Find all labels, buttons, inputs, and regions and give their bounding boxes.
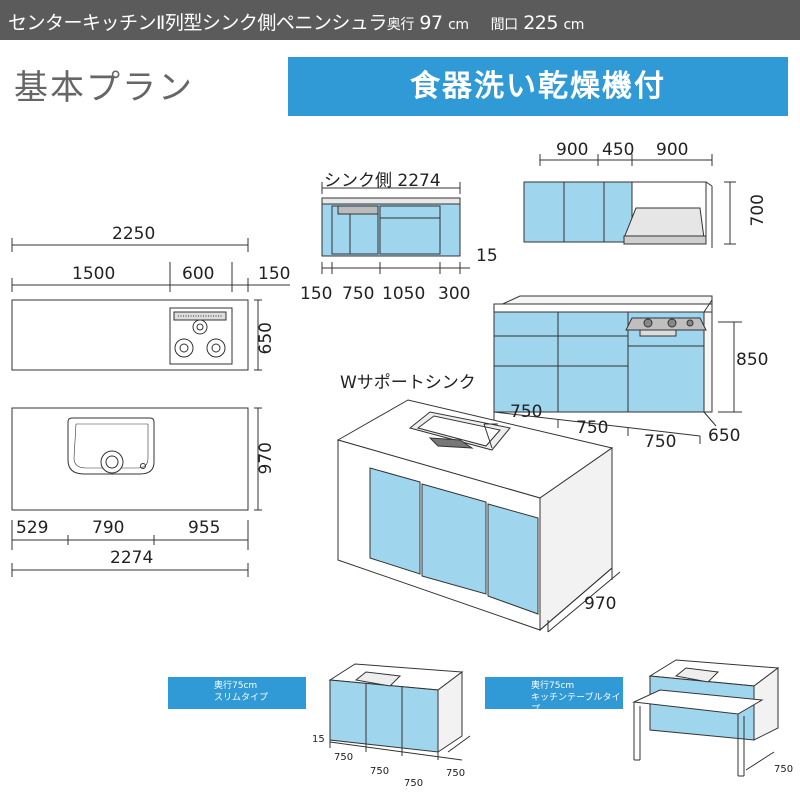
dim-1050: 1050: [382, 284, 426, 304]
header-bar: センターキッチンⅡ列型シンク側ペニンシュラ奥行 97 cm 間口 225 cm: [0, 0, 800, 40]
table-dim-750-depth: 750: [774, 764, 794, 775]
slim-type-mini: [328, 663, 471, 761]
slim-dim-750-1: 750: [334, 752, 354, 763]
slim-dim-750-2: 750: [370, 766, 390, 777]
dim-300: 300: [438, 284, 471, 304]
feature-banner: 食器洗い乾燥機付: [288, 57, 788, 116]
table-type-text: キッチンテーブルタイプ: [531, 693, 621, 715]
dim-15: 15: [476, 246, 498, 266]
sink-side-label: シンク側 2274: [324, 171, 441, 191]
dim-750-2: 750: [576, 418, 609, 438]
w-support-sink-label: Wサポートシンク: [340, 373, 476, 393]
dim-790: 790: [92, 518, 125, 538]
slim-type-text: スリムタイプ: [214, 693, 269, 703]
dim-750-3: 750: [644, 432, 677, 452]
slim-dim-750-depth: 750: [446, 768, 466, 779]
kitchen-name: センターキッチンⅡ列型シンク側ペニンシュラ: [8, 12, 387, 34]
dim-750-sink: 750: [342, 284, 375, 304]
dim-900-b: 900: [656, 140, 689, 160]
dim-750-1: 750: [510, 402, 543, 422]
dim-955: 955: [188, 518, 221, 538]
dim-150: 150: [258, 264, 291, 284]
dim-450: 450: [602, 140, 635, 160]
header-title: センターキッチンⅡ列型シンク側ペニンシュラ奥行 97 cm 間口 225 cm: [8, 8, 584, 35]
dim-total-2250: 2250: [112, 224, 156, 244]
slim-depth-text: 奥行75cm: [214, 681, 258, 691]
width-unit: cm: [563, 17, 585, 33]
slim-dim-15: 15: [312, 734, 325, 745]
dim-1500: 1500: [72, 264, 116, 284]
sink-side-elevation: [321, 182, 470, 274]
table-type-label: 奥行75cm キッチンテーブルタイプ: [485, 677, 623, 715]
dim-850: 850: [736, 350, 769, 370]
depth-unit: cm: [448, 17, 469, 33]
dim-529: 529: [16, 518, 49, 538]
dim-2274: 2274: [110, 548, 154, 568]
dim-600: 600: [182, 264, 215, 284]
slim-dim-750-3: 750: [404, 778, 424, 789]
stove-counter-plan: [11, 238, 290, 371]
island-3d: [336, 399, 621, 633]
table-type-mini: [632, 659, 780, 777]
island-counter-plan: [11, 407, 262, 577]
stove-side-cabinets: [492, 295, 742, 444]
width-value: 225: [523, 12, 558, 34]
depth-label: 奥行: [386, 17, 415, 33]
depth-value: 97: [419, 12, 443, 34]
table-depth-text: 奥行75cm: [531, 681, 575, 691]
wall-cabinet-elevation: [523, 154, 736, 248]
plan-title: 基本プラン: [14, 68, 194, 108]
width-label: 間口: [490, 17, 519, 33]
dim-900-a: 900: [556, 140, 589, 160]
dim-650-stove: 650: [708, 426, 741, 446]
dim-150-sink: 150: [300, 284, 333, 304]
slim-type-label: 奥行75cm スリムタイプ: [168, 677, 306, 709]
dim-970-island: 970: [584, 594, 617, 614]
